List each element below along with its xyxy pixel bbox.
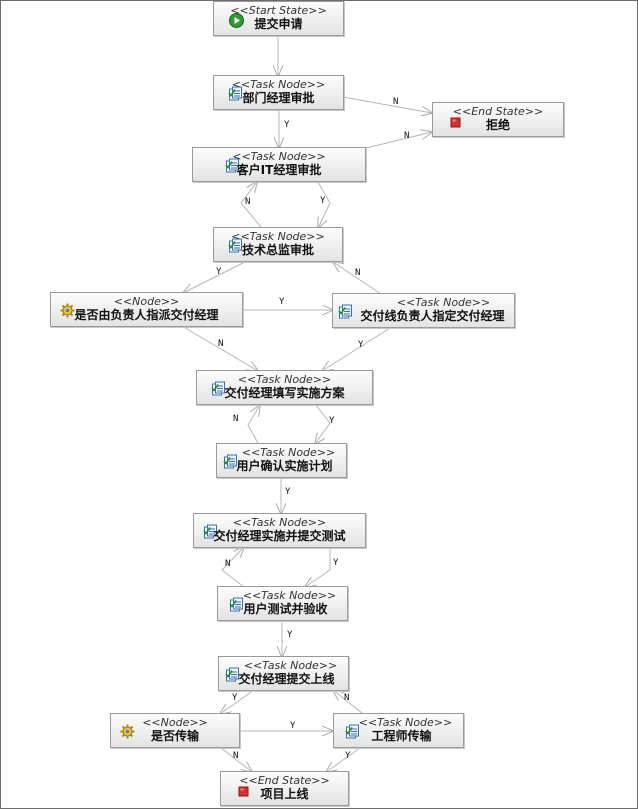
node-project-live-end[interactable]: <<End State>> 项目上线 xyxy=(220,771,349,806)
node-title: 交付经理填写实施方案 xyxy=(224,386,345,400)
edge-assign-plan xyxy=(322,327,391,371)
node-start[interactable]: <<Start State>> 提交申请 xyxy=(213,1,344,36)
node-stereotype: <<Task Node>> xyxy=(231,78,326,91)
edge-label: N xyxy=(245,197,251,207)
node-title: 项目上线 xyxy=(260,787,309,801)
edge-dept-reject xyxy=(342,96,432,113)
node-title: 工程师传输 xyxy=(371,729,432,743)
edge-golive-decide2 xyxy=(220,689,255,714)
stop-icon xyxy=(237,783,252,798)
edge-label: N xyxy=(218,339,224,349)
task-icon xyxy=(228,238,243,253)
task-icon xyxy=(229,597,244,612)
node-decision-transfer[interactable]: <<Node>> 是否传输 xyxy=(110,713,240,748)
task-icon xyxy=(345,724,360,739)
edge-confirm-plan xyxy=(247,405,260,444)
edge-cust-reject xyxy=(365,132,432,149)
node-title: 提交申请 xyxy=(254,17,303,31)
node-stereotype: <<Start State>> xyxy=(230,4,327,17)
edge-label: Y xyxy=(358,340,364,350)
task-icon xyxy=(211,381,226,396)
node-title: 是否由负责人指派交付经理 xyxy=(74,308,219,322)
node-title: 技术总监审批 xyxy=(241,243,314,257)
task-icon xyxy=(225,667,240,682)
node-stereotype: <<Task Node>> xyxy=(396,296,491,309)
node-title: 交付经理实施并提交测试 xyxy=(213,529,346,543)
node-stereotype: <<Task Node>> xyxy=(243,659,338,672)
node-title: 拒绝 xyxy=(485,118,510,132)
edge-label: N xyxy=(225,559,231,569)
node-customer-it-approval[interactable]: <<Task Node>> 客户IT经理审批 xyxy=(192,147,366,182)
edge-label: N xyxy=(233,751,239,761)
edge-decide1-plan xyxy=(181,325,258,371)
node-stereotype: <<Node>> xyxy=(113,295,180,308)
node-fill-plan[interactable]: <<Task Node>> 交付经理填写实施方案 xyxy=(196,370,373,405)
task-icon xyxy=(223,454,238,469)
edge-test-impl xyxy=(221,547,244,588)
edge-eng-end xyxy=(326,747,361,772)
task-icon xyxy=(225,158,240,173)
node-assign-manager[interactable]: <<Task Node>> 交付线负责人指定交付经理 xyxy=(332,293,515,328)
edge-impl-test xyxy=(305,548,331,587)
play-icon xyxy=(229,13,244,28)
node-decision-assign[interactable]: <<Node>> 是否由负责人指派交付经理 xyxy=(50,292,243,327)
edge-label: N xyxy=(393,97,399,107)
gear-icon xyxy=(120,724,135,739)
node-title: 用户测试并验收 xyxy=(243,602,328,616)
edge-label: Y xyxy=(345,751,351,761)
node-stereotype: <<Task Node>> xyxy=(232,516,327,529)
node-title: 用户确认实施计划 xyxy=(236,459,333,473)
node-reject-end[interactable]: <<End State>> 拒绝 xyxy=(432,102,564,137)
node-stereotype: <<End State>> xyxy=(452,105,544,118)
node-stereotype: <<Task Node>> xyxy=(242,589,337,602)
node-stereotype: <<Task Node>> xyxy=(232,150,326,163)
node-title: 交付线负责人指定交付经理 xyxy=(360,309,505,323)
edge-label: Y xyxy=(290,721,296,731)
edge-label: Y xyxy=(285,487,291,497)
gear-icon xyxy=(60,303,75,318)
edge-cust-tech xyxy=(318,181,331,228)
node-title: 客户IT经理审批 xyxy=(236,163,322,177)
edge-label: Y xyxy=(333,558,339,568)
task-icon xyxy=(203,524,218,539)
node-stereotype: <<Task Node>> xyxy=(237,373,332,386)
task-icon xyxy=(228,86,243,101)
node-tech-director-approval[interactable]: <<Task Node>> 技术总监审批 xyxy=(213,227,343,262)
node-confirm-plan[interactable]: <<Task Node>> 用户确认实施计划 xyxy=(216,443,347,478)
node-stereotype: <<Node>> xyxy=(142,716,208,729)
stop-icon xyxy=(449,114,464,129)
node-dept-approval[interactable]: <<Task Node>> 部门经理审批 xyxy=(213,75,344,110)
node-submit-golive[interactable]: <<Task Node>> 交付经理提交上线 xyxy=(218,656,349,691)
edge-label: Y xyxy=(284,120,290,130)
node-user-test[interactable]: <<Task Node>> 用户测试并验收 xyxy=(217,586,348,621)
node-stereotype: <<Task Node>> xyxy=(241,446,336,459)
edge-label: Y xyxy=(329,416,335,426)
node-engineer-transfer[interactable]: <<Task Node>> 工程师传输 xyxy=(333,713,464,748)
edge-label: Y xyxy=(216,267,222,277)
edge-decide2-end xyxy=(219,746,252,772)
edge-label: Y xyxy=(287,630,293,640)
edge-label: N xyxy=(344,693,350,703)
edge-label: N xyxy=(233,414,239,424)
edge-tech-decide1 xyxy=(183,260,248,293)
node-title: 部门经理审批 xyxy=(242,91,315,105)
node-title: 交付经理提交上线 xyxy=(238,672,335,686)
node-stereotype: <<Task Node>> xyxy=(231,230,325,243)
node-stereotype: <<Task Node>> xyxy=(358,716,453,729)
edge-label: N xyxy=(355,268,361,278)
node-stereotype: <<End State>> xyxy=(239,774,330,787)
node-title: 是否传输 xyxy=(150,729,199,743)
node-implement-submit[interactable]: <<Task Node>> 交付经理实施并提交测试 xyxy=(193,513,366,548)
edge-label: Y xyxy=(320,196,326,206)
edge-eng-golive xyxy=(333,690,363,714)
edge-label: Y xyxy=(232,693,238,703)
task-icon xyxy=(338,304,353,319)
edge-plan-confirm xyxy=(315,403,331,444)
edge-assign-tech xyxy=(333,262,382,295)
edge-label: N xyxy=(404,131,410,141)
edge-label: Y xyxy=(279,297,285,307)
edge-tech-cust xyxy=(240,182,262,228)
